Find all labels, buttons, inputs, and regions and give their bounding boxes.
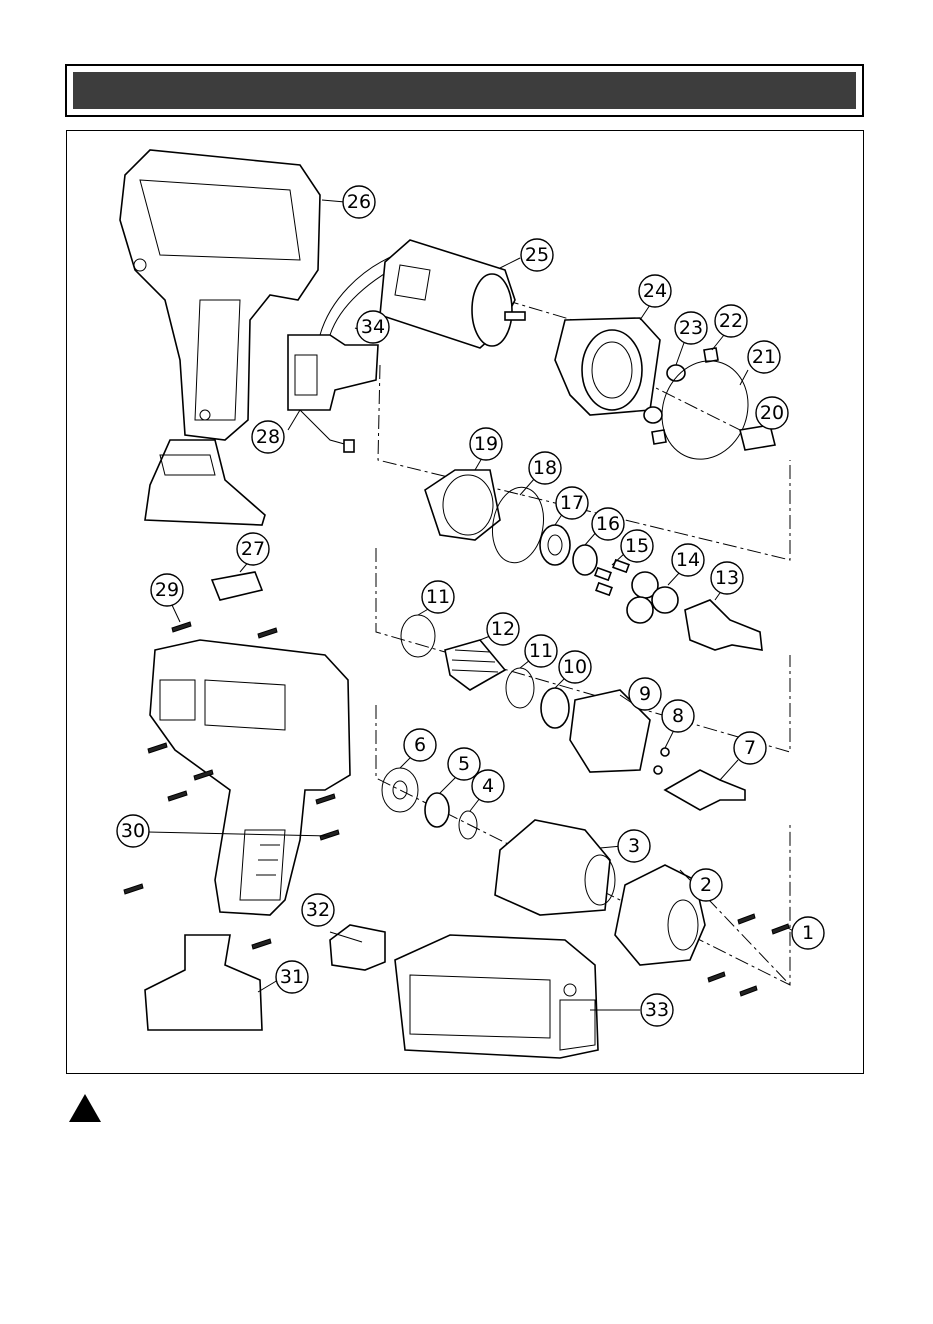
svg-text:23: 23 [679,317,703,339]
callout-28: 28 [252,421,284,453]
callout-8: 8 [662,700,694,732]
svg-text:13: 13 [715,567,739,589]
callout-32: 32 [302,894,334,926]
callout-2: 2 [690,869,722,901]
direction-button [212,572,262,600]
svg-text:19: 19 [474,433,498,455]
callout-17: 17 [556,487,588,519]
callout-11b: 11 [525,635,557,667]
svg-text:2: 2 [700,874,712,896]
battery-pack [395,935,598,1058]
svg-text:1: 1 [802,922,814,944]
callout-19: 19 [470,428,502,460]
svg-text:11: 11 [529,640,553,662]
callout-24: 24 [639,275,671,307]
svg-text:29: 29 [155,579,179,601]
callout-25: 25 [521,239,553,271]
callout-3: 3 [618,830,650,862]
svg-text:20: 20 [760,402,784,424]
battery-terminal [330,925,385,970]
callout-16: 16 [592,508,624,540]
svg-text:31: 31 [280,966,304,988]
callout-13: 13 [711,562,743,594]
motor [380,240,525,348]
svg-text:3: 3 [628,835,640,857]
svg-text:4: 4 [482,775,494,797]
callout-27: 27 [237,533,269,565]
callout-20: 20 [756,397,788,429]
housing-half-right [145,640,350,1030]
callout-22: 22 [715,305,747,337]
callout-18: 18 [529,452,561,484]
callout-11a: 11 [422,581,454,613]
svg-text:32: 32 [306,899,330,921]
svg-text:27: 27 [241,538,265,560]
callout-34: 34 [357,311,389,343]
callout-4: 4 [472,770,504,802]
callout-23: 23 [675,312,707,344]
planetary-gearset [425,470,762,650]
callout-14: 14 [672,544,704,576]
front-assembly [382,768,705,965]
callout-30: 30 [117,815,149,847]
svg-text:17: 17 [560,492,584,514]
callout-29: 29 [151,574,183,606]
svg-text:25: 25 [525,244,549,266]
svg-text:11: 11 [426,586,450,608]
svg-text:8: 8 [672,705,684,727]
callout-26: 26 [343,186,375,218]
gear-housing [555,318,660,415]
svg-text:22: 22 [719,310,743,332]
svg-text:16: 16 [596,513,620,535]
svg-text:6: 6 [414,734,426,756]
warning-triangle-icon [68,1093,102,1123]
callout-9: 9 [629,678,661,710]
svg-text:12: 12 [491,618,515,640]
svg-text:10: 10 [563,656,587,678]
svg-text:26: 26 [347,191,371,213]
callout-7: 7 [734,732,766,764]
svg-text:34: 34 [361,316,385,338]
svg-text:15: 15 [625,535,649,557]
svg-text:30: 30 [121,820,145,842]
callout-10: 10 [559,651,591,683]
svg-text:5: 5 [458,753,470,775]
callout-6: 6 [404,729,436,761]
callout-33: 33 [641,994,673,1026]
svg-text:14: 14 [676,549,700,571]
svg-text:21: 21 [752,346,776,368]
callout-21: 21 [748,341,780,373]
callout-15: 15 [621,530,653,562]
svg-text:33: 33 [645,999,669,1021]
callout-12: 12 [487,613,519,645]
callout-1: 1 [792,917,824,949]
svg-text:24: 24 [643,280,667,302]
callout-31: 31 [276,961,308,993]
svg-text:9: 9 [639,683,651,705]
svg-text:18: 18 [533,457,557,479]
callout-5: 5 [448,748,480,780]
svg-text:7: 7 [744,737,756,759]
svg-text:28: 28 [256,426,280,448]
